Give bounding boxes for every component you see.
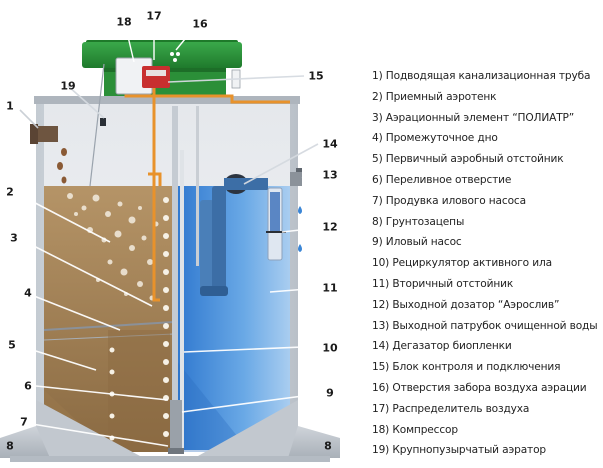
callout-7: 7 bbox=[20, 416, 28, 429]
leader-lines bbox=[17, 75, 327, 447]
coarse-aerator bbox=[89, 63, 106, 187]
inlet-pipe bbox=[30, 124, 67, 184]
callout-4: 4 bbox=[24, 287, 32, 300]
callout-17: 17 bbox=[146, 10, 161, 23]
legend-item-19: 19) Крупнопузырчатый аэратор bbox=[372, 444, 546, 457]
legend-item-7: 7) Продувка илового насоса bbox=[372, 194, 526, 207]
callout-6: 6 bbox=[24, 380, 32, 393]
legend-item-12: 12) Выходной дозатор “Аэрослив” bbox=[372, 298, 560, 311]
callout-15: 15 bbox=[308, 70, 323, 83]
legend-item-15: 15) Блок контроля и подключения bbox=[372, 361, 561, 374]
callout-8-right: 8 bbox=[324, 440, 332, 453]
callout-2: 2 bbox=[6, 186, 14, 199]
legend-item-3: 3) Аэрационный элемент “ПОЛИАТР” bbox=[372, 111, 575, 124]
callout-10: 10 bbox=[322, 342, 338, 355]
callout-16: 16 bbox=[192, 18, 208, 31]
legend-item-9: 9) Иловый насос bbox=[372, 236, 462, 249]
receiving-aerotank bbox=[43, 186, 175, 452]
callout-14: 14 bbox=[322, 138, 338, 151]
legend-item-6: 6) Переливное отверстие bbox=[372, 173, 512, 186]
central-pipes bbox=[172, 106, 199, 452]
legend-item-5: 5) Первичный аэробный отстойник bbox=[372, 153, 564, 166]
tank-cone bbox=[36, 400, 298, 456]
callout-8-left: 8 bbox=[6, 440, 14, 453]
legend-item-11: 11) Вторичный отстойник bbox=[372, 277, 514, 290]
legend-item-18: 18) Компрессор bbox=[372, 423, 458, 436]
legend-item-17: 17) Распределитель воздуха bbox=[372, 402, 530, 415]
outlet-pipe bbox=[290, 168, 302, 252]
callout-1: 1 bbox=[6, 100, 14, 113]
primary-settler-column bbox=[108, 197, 170, 450]
callout-3: 3 bbox=[10, 232, 18, 245]
callout-11: 11 bbox=[322, 282, 337, 295]
callouts: 1 2 3 4 5 6 7 8 8 9 10 11 12 13 14 15 16… bbox=[6, 10, 338, 453]
legend-item-10: 10) Рециркулятор активного ила bbox=[372, 257, 552, 270]
degasser bbox=[200, 174, 268, 296]
callout-12: 12 bbox=[322, 221, 337, 234]
top-leader-lines bbox=[125, 22, 195, 63]
ground-anchors bbox=[0, 426, 340, 462]
legend-item-14: 14) Дегазатор биопленки bbox=[372, 340, 512, 353]
callout-5: 5 bbox=[8, 339, 16, 352]
callout-9: 9 bbox=[326, 387, 334, 400]
callout-19: 19 bbox=[60, 80, 75, 93]
legend-item-16: 16) Отверстия забора воздуха аэрации bbox=[372, 381, 587, 394]
callout-18: 18 bbox=[116, 16, 131, 29]
callout-13: 13 bbox=[322, 169, 337, 182]
legend-item-2: 2) Приемный аэротенк bbox=[372, 90, 497, 103]
legend: 1) Подводящая канализационная труба 2) Пр… bbox=[372, 66, 603, 461]
legend-item-8: 8) Грунтозацепы bbox=[372, 215, 465, 228]
legend-item-1: 1) Подводящая канализационная труба bbox=[372, 70, 591, 82]
legend-item-4: 4) Промежуточное дно bbox=[372, 132, 498, 145]
legend-item-13: 13) Выходной патрубок очищенной воды bbox=[372, 319, 598, 332]
sludge-pump bbox=[168, 400, 184, 454]
